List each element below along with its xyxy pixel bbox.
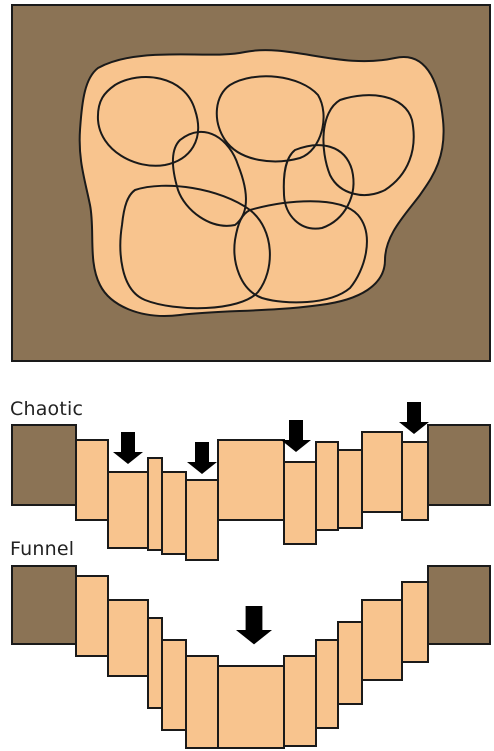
soil-block-left (12, 425, 76, 505)
funnel-pore-segment (362, 600, 402, 680)
aggregate-panel (12, 5, 490, 361)
chaotic-pore-segment (338, 450, 362, 528)
down-arrow-icon (236, 606, 272, 644)
chaotic-profile (12, 425, 490, 560)
soil-block-right (428, 425, 490, 505)
funnel-pore-segment (338, 622, 362, 704)
funnel-pore-segment (148, 618, 162, 708)
soil-block-right (428, 566, 490, 644)
funnel-pore-segment (186, 656, 218, 748)
funnel-pore-segment (218, 666, 284, 748)
chaotic-pore-segment (108, 472, 148, 548)
down-arrow-icon (399, 402, 429, 434)
soil-block-left (12, 566, 76, 644)
chaotic-pore-segment (186, 480, 218, 560)
funnel-pore-segment (162, 640, 186, 730)
chaotic-pore-segment (148, 458, 162, 550)
chaotic-pore-segment (76, 440, 108, 520)
chaotic-pore-segment (316, 442, 338, 530)
chaotic-pore-segment (162, 472, 186, 554)
funnel-pore-segment (284, 656, 316, 746)
funnel-profile (12, 566, 490, 748)
funnel-pore-segment (76, 576, 108, 656)
chaotic-label: Chaotic (10, 398, 83, 420)
funnel-pore-segment (108, 600, 148, 676)
down-arrow-icon (187, 442, 217, 474)
funnel-pore-segment (402, 582, 428, 662)
funnel-pore-segment (316, 640, 338, 728)
chaotic-pore-segment (362, 432, 402, 512)
chaotic-pore-segment (402, 442, 428, 520)
chaotic-pore-segment (284, 462, 316, 544)
down-arrow-icon (281, 420, 311, 452)
chaotic-pore-segment (218, 440, 284, 520)
funnel-label: Funnel (10, 538, 74, 560)
down-arrow-icon (113, 432, 143, 464)
